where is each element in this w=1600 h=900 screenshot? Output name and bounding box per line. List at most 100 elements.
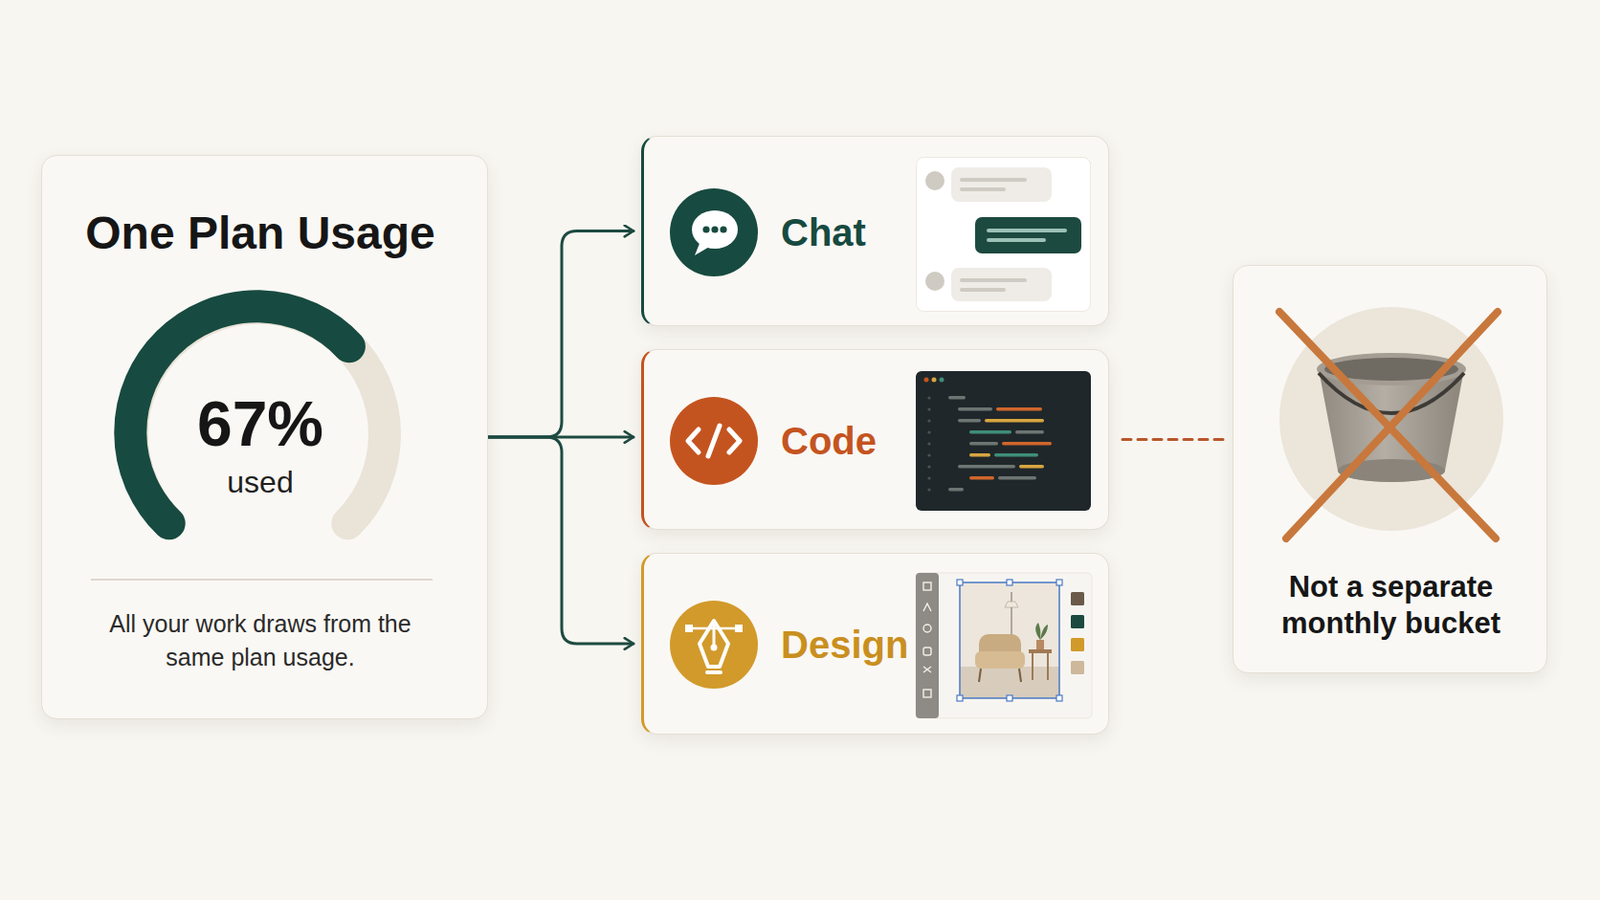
- code-editor-mockup-part: [969, 476, 995, 481]
- design-editor-mockup-part: [1006, 579, 1013, 586]
- code-editor-mockup-part: [939, 377, 945, 383]
- chat-mockup-part: [916, 157, 1091, 312]
- chat-mockup-part: [951, 267, 1052, 302]
- design-editor-mockup-part: [1006, 695, 1013, 702]
- chat-mockup-part: [925, 171, 945, 191]
- design-editor-mockup-part: [923, 624, 932, 633]
- card-label: Chat: [780, 209, 867, 256]
- chat-mockup-part: [959, 278, 1027, 283]
- chat-icon-part: [711, 225, 718, 233]
- design-editor-mockup-part: [923, 582, 932, 591]
- code-editor-mockup-part: [927, 488, 931, 491]
- code-editor-mockup-part: [1001, 442, 1052, 446]
- usage-card: One Plan Usage 67%usedAll your work draws…: [41, 155, 489, 720]
- design-editor-mockup-part: [956, 579, 963, 586]
- code-editor-mockup-part: [998, 476, 1037, 481]
- design-editor-mockup-part: [915, 573, 1092, 719]
- chat-mockup-part: [925, 271, 945, 291]
- card-title: One Plan Usage: [42, 205, 479, 262]
- design-editor-mockup-part: [1046, 653, 1049, 681]
- chat-mockup-part: [951, 167, 1052, 202]
- chat-mockup: [915, 156, 1091, 312]
- design-editor-mockup-part: [956, 579, 1063, 702]
- code-icon: [668, 396, 759, 487]
- code-editor-mockup-part: [927, 396, 931, 491]
- note-text: Not a separate monthly bucket: [1252, 569, 1530, 643]
- chat-mockup-part: [975, 217, 1082, 254]
- code-editor-mockup-part: [969, 453, 991, 458]
- code-card: Code: [641, 349, 1110, 531]
- chat-icon-part: [719, 225, 727, 233]
- design-editor-mockup-part: [1056, 695, 1063, 702]
- design-editor-mockup-part: [1036, 640, 1045, 650]
- design-editor-mockup-part: [1031, 653, 1034, 681]
- code-editor-mockup-part: [927, 476, 931, 480]
- card-label: Design: [780, 622, 909, 668]
- chat-mockup-part: [986, 228, 1067, 233]
- design-editor-mockup-part: [1028, 649, 1052, 654]
- design-editor-mockup-part: [959, 582, 1060, 699]
- code-editor-mockup-part: [984, 419, 1045, 423]
- code-editor-mockup-part: [957, 407, 993, 412]
- flow-arrow: [488, 231, 634, 439]
- chat-icon-part: [702, 225, 710, 233]
- code-editor-mockup-part: [927, 407, 931, 411]
- chat-card: Chat: [641, 135, 1110, 327]
- design-editor-mockup-part: [1070, 615, 1085, 629]
- card-label: Code: [780, 418, 877, 465]
- design-icon-part: [685, 624, 693, 633]
- code-icon-part: [669, 397, 758, 486]
- code-editor-mockup-part: [927, 442, 931, 445]
- code-editor-mockup-part: [969, 430, 1012, 435]
- code-editor-mockup-part: [969, 442, 999, 446]
- design-editor-mockup-part: [923, 582, 932, 698]
- chat-icon-part: [691, 210, 738, 249]
- design-icon-part: [699, 621, 729, 667]
- gauge-unit: used: [42, 464, 479, 501]
- code-editor-mockup-part: [957, 419, 981, 423]
- design-editor-mockup-part: [1004, 601, 1019, 608]
- code-editor-mockup-part: [915, 371, 1091, 512]
- design-editor-mockup-part: [1010, 607, 1012, 637]
- design-icon-part: [712, 622, 716, 645]
- design-editor-mockup-part: [959, 666, 1060, 699]
- design-editor-mockup: [915, 573, 1092, 719]
- code-editor-mockup-part: [927, 419, 931, 423]
- design-card: Design: [641, 553, 1110, 735]
- design-editor-mockup-part: [1070, 592, 1085, 606]
- note-card: Not a separate monthly bucket: [1232, 265, 1548, 674]
- design-editor-mockup-part: [923, 603, 932, 612]
- design-editor-mockup-part: [975, 651, 1025, 669]
- code-editor-mockup-part: [927, 465, 931, 468]
- chat-mockup-part: [959, 187, 1006, 192]
- crossed-bucket-part: [1286, 311, 1498, 539]
- design-editor-mockup-part: [978, 668, 981, 683]
- design-icon-part: [669, 600, 758, 689]
- design-editor-mockup-part: [1070, 661, 1085, 675]
- code-editor-mockup-part: [927, 430, 931, 434]
- code-editor-mockup-part: [932, 377, 937, 383]
- code-editor-mockup-part: [1015, 430, 1045, 435]
- chat-icon-part: [669, 188, 758, 277]
- design-icon-part: [711, 644, 718, 652]
- code-editor-mockup: [915, 371, 1091, 512]
- code-editor-mockup-part: [927, 453, 931, 457]
- design-editor-mockup-part: [1019, 668, 1022, 683]
- design-editor-mockup-part: [1035, 622, 1048, 641]
- flow-arrow: [488, 437, 634, 645]
- design-editor-mockup-part: [915, 573, 939, 719]
- code-editor-mockup-part: [948, 488, 964, 492]
- design-icon: [668, 600, 759, 690]
- code-icon-part: [729, 429, 740, 453]
- gauge-value: 67%: [42, 386, 479, 463]
- chat-mockup-part: [959, 177, 1027, 182]
- chat-mockup-part: [986, 238, 1046, 243]
- card-body: All your work draws from the same plan u…: [102, 607, 419, 675]
- code-editor-mockup-part: [1019, 465, 1045, 469]
- code-editor-mockup-part: [994, 453, 1039, 458]
- design-editor-mockup-part: [1070, 638, 1085, 652]
- design-icon-part: [734, 624, 743, 633]
- chat-icon-part: [694, 241, 712, 256]
